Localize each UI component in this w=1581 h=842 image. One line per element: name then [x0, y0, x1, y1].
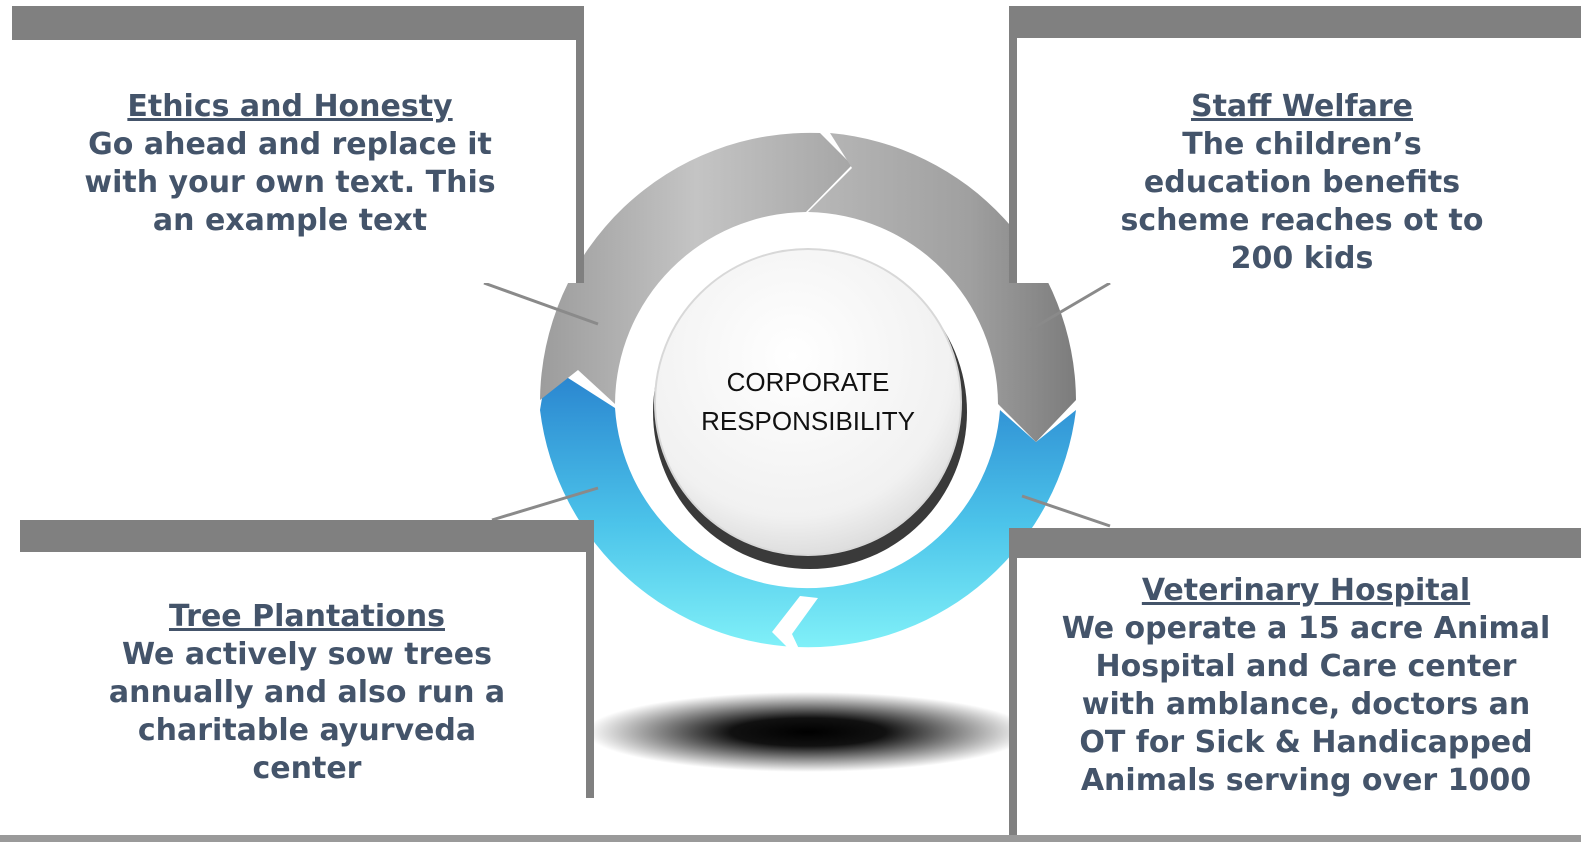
block-header-bar: [1009, 528, 1581, 558]
block-title: Ethics and Honesty: [127, 89, 453, 124]
block-edge: [1009, 6, 1017, 283]
block-ethics: Ethics and Honesty Go ahead and replace …: [12, 6, 584, 283]
block-staff-welfare: Staff Welfare The children’s education b…: [1009, 6, 1581, 283]
block-text: We actively sow trees annually and also …: [108, 637, 506, 786]
floor-shadow: [586, 692, 1030, 772]
block-header-bar: [12, 6, 584, 40]
connector-top-right: [1029, 281, 1111, 332]
cycle-arrow-blue: [540, 376, 1076, 648]
block-content: Ethics and Honesty Go ahead and replace …: [60, 88, 520, 240]
connector-bottom-right: [1021, 494, 1111, 528]
center-label-line1: CORPORATE: [727, 367, 890, 397]
block-content: Staff Welfare The children’s education b…: [1099, 88, 1505, 278]
block-tree-plantations: Tree Plantations We actively sow trees a…: [20, 520, 594, 798]
block-edge: [586, 520, 594, 798]
center-label-line2: RESPONSIBILITY: [701, 406, 915, 436]
cycle-arrow-gray-left: [540, 132, 852, 404]
block-header-bar: [1009, 6, 1581, 38]
block-text: Go ahead and replace it with your own te…: [84, 127, 496, 238]
block-content: Tree Plantations We actively sow trees a…: [84, 598, 530, 788]
cycle-arrow-notch: [772, 596, 818, 668]
block-title: Staff Welfare: [1190, 89, 1414, 124]
block-veterinary-hospital: Veterinary Hospital We operate a 15 acre…: [1009, 528, 1581, 842]
cycle-arrow-gray-right: [808, 133, 1076, 442]
block-title: Veterinary Hospital: [1141, 573, 1471, 608]
block-edge: [1009, 528, 1017, 842]
block-header-bar: [20, 520, 594, 552]
block-text: The children’s education benefits scheme…: [1120, 127, 1484, 276]
block-edge: [576, 6, 584, 283]
block-title: Tree Plantations: [168, 599, 445, 634]
connector-top-left: [483, 281, 599, 326]
hub-circle: [654, 248, 962, 556]
block-content: Veterinary Hospital We operate a 15 acre…: [1061, 572, 1551, 800]
bottom-divider: [0, 835, 1581, 842]
block-text: We operate a 15 acre Animal Hospital and…: [1061, 611, 1551, 798]
connector-bottom-left: [491, 486, 599, 522]
